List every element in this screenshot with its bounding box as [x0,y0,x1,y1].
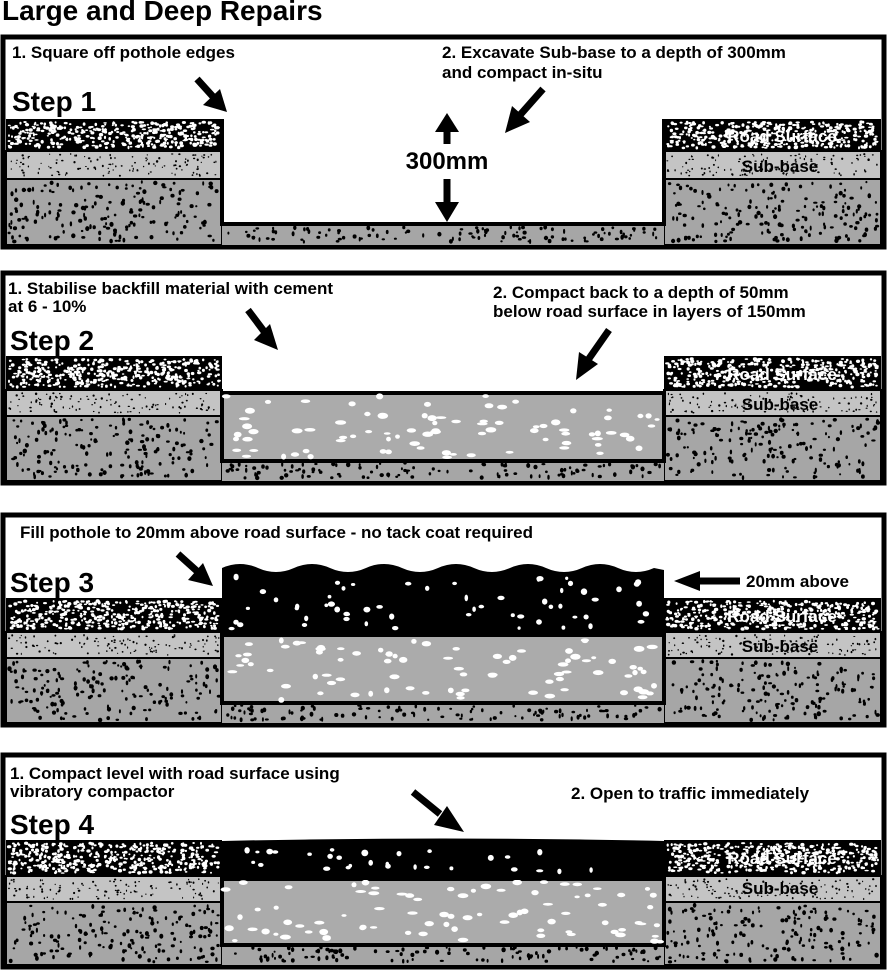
ground-texture [7,180,219,244]
sub-base-texture [10,153,217,177]
ground-texture [671,659,880,722]
left-sub-base [5,150,223,180]
aggregate-texture [666,842,879,875]
excavation-floor [222,702,664,723]
ground-texture [225,461,661,481]
sub-base-texture [667,633,877,656]
backfill-texture [227,637,658,703]
aggregate-texture [8,358,221,389]
sub-base-label: Sub-base [742,157,819,176]
left-sub-base [5,875,223,903]
backfill-texture [220,879,665,944]
backfill-layer [220,391,666,463]
ground-texture [8,904,220,964]
sub-base-texture [667,878,877,901]
aggregate-texture [665,357,879,389]
sub-base-label: Sub-base [742,879,819,898]
step-3-diagram: Fill pothole to 20mm above road surface … [0,512,887,728]
aggregate-texture [7,120,220,150]
sub-base-texture [8,392,215,414]
step-heading: Step 2 [10,325,94,356]
sub-base-label: Sub-base [742,637,819,656]
sub-base-texture [8,634,220,656]
arrow-icon [410,789,464,832]
note-2: 2. Open to traffic immediately [571,784,810,803]
depth-arrow-icon [435,113,459,222]
note-2a: 2. Compact back to a depth of 50mm [493,283,789,302]
step-3-panel: Fill pothole to 20mm above road surface … [0,512,887,732]
depth-label: 300mm [406,148,489,175]
ground-texture [665,417,881,481]
road-surface-label: Road Surface [727,607,837,626]
backfill-texture [221,393,660,460]
page-title: Large and Deep Repairs [2,0,323,26]
arrow-icon [175,551,213,586]
right-ground [663,657,882,724]
excavation-floor [222,460,664,481]
asphalt-texture [244,847,593,875]
left-ground [5,415,223,482]
note-1b: at 6 - 10% [8,297,86,316]
left-road-layers [5,119,223,246]
aggregate-texture [665,599,880,631]
ground-texture [234,945,662,964]
step-heading: Step 4 [10,809,94,840]
right-ground [663,901,882,966]
arrow-icon [576,327,612,380]
step-2-panel: 1. Stabilise backfill material with ceme… [0,270,887,490]
arrow-icon [505,86,546,133]
sub-base-texture [667,392,878,414]
right-road-layers [663,119,882,246]
aggregate-texture [666,120,879,150]
note-1a: 1. Stabilise backfill material with ceme… [8,279,333,298]
side-label: 20mm above [746,572,849,591]
left-sub-base [5,631,223,659]
backfill-layer [220,633,666,705]
step-4-diagram: 1. Compact level with road surface using… [0,752,887,970]
ground-texture [667,180,880,244]
note-2a: 2. Excavate Sub-base to a depth of 300mm [442,43,786,62]
road-surface-label: Road Surface [727,365,837,384]
ground-texture [7,659,222,723]
road-surface-label: Road Surface [727,849,837,868]
note-1: 1. Square off pothole edges [12,43,235,62]
step-2-diagram: 1. Stabilise backfill material with ceme… [0,270,887,486]
note-2b: and compact in-situ [442,63,603,82]
arrow-icon [194,76,227,112]
road-surface-label: Road Surface [727,127,837,146]
left-ground [5,657,223,724]
aggregate-texture [6,841,220,875]
arrow-icon [245,307,278,350]
asphalt-fill [222,564,664,636]
aggregate-texture [8,599,220,631]
note-1: Fill pothole to 20mm above road surface … [20,523,533,542]
ground-texture [226,704,662,723]
step-1-diagram: 1. Square off pothole edges 2. Excavate S… [0,34,887,250]
ground-texture [227,224,658,244]
step-heading: Step 1 [12,86,96,117]
step-1-panel: 1. Square off pothole edges 2. Excavate S… [0,34,887,254]
arrow-left-icon [674,571,740,591]
sub-base-label: Sub-base [742,395,819,414]
step-4-panel: 1. Compact level with road surface using… [0,752,887,972]
sub-base-texture [666,153,878,177]
ground-texture [665,902,879,964]
step-heading: Step 3 [10,567,94,598]
asphalt-texture [228,573,650,631]
note-1a: 1. Compact level with road surface using [10,764,340,783]
note-2b: below road surface in layers of 150mm [493,302,806,321]
ground-texture [11,417,219,480]
excavation-outline [220,119,666,226]
note-1b: vibratory compactor [10,782,175,801]
sub-base-texture [8,878,220,901]
asphalt-fill [222,838,664,880]
